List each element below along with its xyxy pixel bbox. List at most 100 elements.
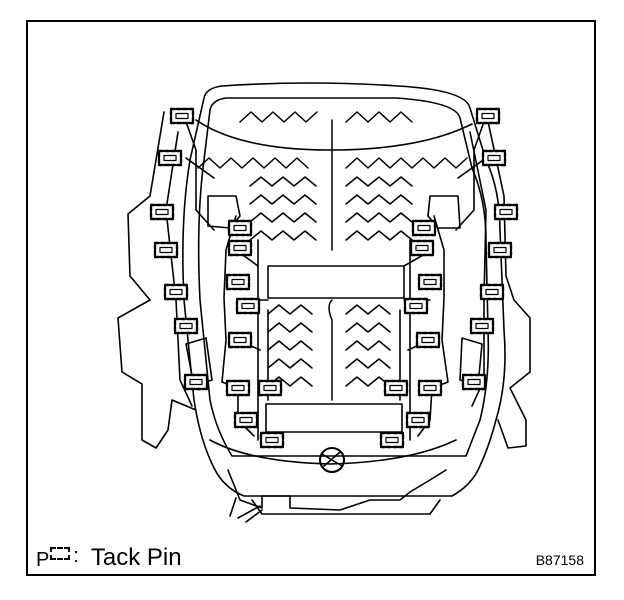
upper-center-tube	[267, 265, 405, 299]
tack-pin-icon	[50, 547, 71, 560]
tack-pin-core	[421, 336, 435, 344]
seat-outline-inner	[197, 97, 490, 457]
spring-wire	[345, 176, 413, 187]
tack-pin-core	[409, 302, 423, 310]
tack-pin-core	[179, 322, 193, 330]
spring-wire	[345, 212, 413, 223]
tack-pin-core	[385, 436, 399, 444]
tack-pin-core	[263, 384, 277, 392]
tack-pin-core	[265, 436, 279, 444]
spring-wire	[345, 340, 391, 351]
tack-pin-core	[169, 288, 183, 296]
tack-pin-icon	[411, 219, 437, 237]
tack-pin-core	[155, 208, 169, 216]
spring-wire	[345, 322, 391, 333]
center-seam	[328, 299, 333, 401]
tack-pin-core	[411, 416, 425, 424]
bolt-icon	[319, 447, 345, 473]
tack-pin-core	[233, 244, 247, 252]
spring-wire	[345, 111, 413, 123]
spring-wire	[267, 358, 313, 369]
tack-pin-core	[189, 378, 203, 386]
lower-center-tube	[265, 403, 403, 433]
tack-pin-icon	[403, 297, 429, 315]
tack-pin-core	[159, 246, 173, 254]
spring-wire	[345, 230, 413, 241]
spring-wire	[267, 340, 313, 351]
tack-pin-icon	[227, 331, 253, 349]
spring-wire	[197, 157, 309, 169]
tack-pin-icon	[409, 239, 435, 257]
left-lower-pocket	[185, 337, 213, 387]
tack-pin-icon	[225, 273, 251, 291]
right-side-panel-inner	[469, 131, 487, 407]
right-pocket	[427, 195, 461, 229]
tack-pin-icon	[417, 379, 443, 397]
spring-wire	[267, 304, 313, 315]
tack-pin-icon	[487, 241, 513, 259]
tack-pin-icon	[149, 203, 175, 221]
tack-pin-core	[231, 384, 245, 392]
tack-pin-icon	[379, 431, 405, 449]
seat-outline	[182, 82, 506, 497]
left-side-panel	[117, 111, 197, 449]
legend-label: Tack Pin	[90, 544, 182, 571]
tack-pin-icon	[383, 379, 409, 397]
tack-pin-icon	[169, 107, 195, 125]
spring-wire	[239, 111, 318, 123]
harness-right	[403, 115, 487, 437]
tack-pin-core	[475, 322, 489, 330]
lower-trim	[209, 439, 457, 465]
tack-pin-icon	[183, 373, 209, 391]
tack-pin-core	[163, 154, 177, 162]
tack-pin-core	[233, 336, 247, 344]
tack-pin-core	[241, 302, 255, 310]
tack-pin-icon	[481, 149, 507, 167]
lower-trim-2	[227, 469, 447, 511]
tack-pin-core	[175, 112, 189, 120]
tack-pin-core	[485, 288, 499, 296]
frame-bar-left	[237, 505, 263, 523]
zigzag-springs	[197, 111, 468, 401]
tack-pin-icon	[157, 149, 183, 167]
tack-pin-icon	[235, 297, 261, 315]
tack-pin-icon	[173, 317, 199, 335]
harness-left	[183, 115, 269, 437]
spring-wire	[345, 358, 391, 369]
tack-pin-icon	[233, 411, 259, 429]
spring-wire	[249, 176, 317, 187]
spring-wire	[345, 304, 391, 315]
tack-pin-core	[239, 416, 253, 424]
tack-pin-core	[417, 224, 431, 232]
spring-wire	[249, 230, 317, 241]
tack-pin-core	[493, 246, 507, 254]
tack-pin-core	[423, 278, 437, 286]
spring-wire	[249, 194, 317, 205]
tack-pin-core	[231, 278, 245, 286]
tack-pin-core	[415, 244, 429, 252]
tack-pin-core	[233, 224, 247, 232]
tack-pin-icon	[405, 411, 431, 429]
tack-pin-icon	[475, 107, 501, 125]
spring-wire	[249, 212, 317, 223]
tack-pins	[149, 107, 519, 449]
tack-pin-core	[499, 208, 513, 216]
tack-pin-core	[389, 384, 403, 392]
tack-pin-core	[467, 378, 481, 386]
tack-pin-icon	[417, 273, 443, 291]
tack-pin-core	[423, 384, 437, 392]
tack-pin-core	[487, 154, 501, 162]
figure-code: B87158	[535, 552, 584, 568]
upper-seam	[195, 119, 473, 151]
legend: P : Tack Pin	[36, 540, 182, 571]
tack-pin-icon	[163, 283, 189, 301]
tack-pin-core	[481, 112, 495, 120]
tack-pin-icon	[225, 379, 251, 397]
spring-wire	[345, 194, 413, 205]
tack-pin-icon	[461, 373, 487, 391]
tack-pin-icon	[227, 219, 253, 237]
tack-pin-icon	[259, 431, 285, 449]
tack-pin-icon	[257, 379, 283, 397]
tack-pin-icon	[469, 317, 495, 335]
